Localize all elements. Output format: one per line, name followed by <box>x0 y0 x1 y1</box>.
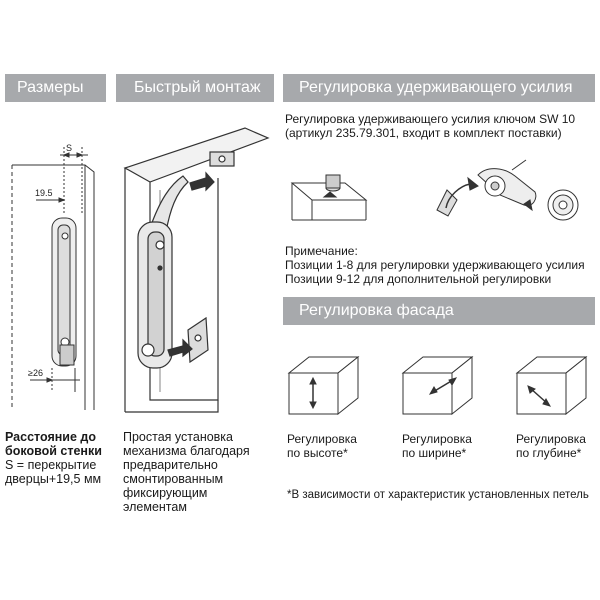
facade-width-drawing <box>401 355 474 416</box>
caption-line: Регулировка <box>402 432 472 446</box>
header-facade-adjust: Регулировка фасада <box>283 297 595 325</box>
facade-height-caption: Регулировка по высоте* <box>287 432 357 460</box>
caption-line: механизма благодаря <box>123 444 250 458</box>
header-sizes: Размеры <box>5 74 106 102</box>
dim-ge26-label: ≥26 <box>28 368 43 378</box>
caption-line: боковой стенки <box>5 444 102 458</box>
quick-mount-caption: Простая установка механизма благодаря пр… <box>123 430 283 514</box>
note-title: Примечание: <box>285 244 358 258</box>
facade-depth-drawing <box>515 355 588 416</box>
dim-19-5-label: 19.5 <box>35 188 53 198</box>
facade-width-caption: Регулировка по ширине* <box>402 432 472 460</box>
note-line-1: Позиции 1-8 для регулировки удерживающег… <box>285 258 585 272</box>
sizes-caption: Расстояние до боковой стенки S = перекры… <box>5 430 115 486</box>
caption-line: дверцы+19,5 мм <box>5 472 102 486</box>
force-adjust-line-2: (артикул 235.79.301, входит в комплект п… <box>285 126 562 140</box>
caption-line: Простая установка <box>123 430 234 444</box>
side-wall-drawing <box>11 147 95 410</box>
header-quick-mount: Быстрый монтаж <box>116 74 274 102</box>
caption-line: S = перекрытие <box>5 458 97 472</box>
dim-s-label: S <box>66 143 72 153</box>
caption-line: предварительно <box>123 458 218 472</box>
quick-mount-drawing <box>123 127 270 413</box>
caption-line: Регулировка <box>516 432 586 446</box>
caption-line: по высоте* <box>287 446 348 460</box>
caption-line: фиксирующим <box>123 486 208 500</box>
header-force-adjust: Регулировка удерживающего усилия <box>283 74 595 102</box>
caption-line: элементам <box>123 500 187 514</box>
caption-line: Регулировка <box>287 432 357 446</box>
force-adjust-line-1: Регулировка удерживающего усилия ключом … <box>285 112 576 126</box>
force-adjust-drawing <box>290 159 579 221</box>
caption-line: по ширине* <box>402 446 467 460</box>
facade-height-drawing <box>287 355 360 416</box>
facade-depth-caption: Регулировка по глубине* <box>516 432 586 460</box>
caption-line: Расстояние до <box>5 430 96 444</box>
facade-footnote: *В зависимости от характеристик установл… <box>287 489 589 501</box>
note-line-2: Позиции 9-12 для дополнительной регулиро… <box>285 272 552 286</box>
caption-line: смонтированным <box>123 472 224 486</box>
caption-line: по глубине* <box>516 446 582 460</box>
